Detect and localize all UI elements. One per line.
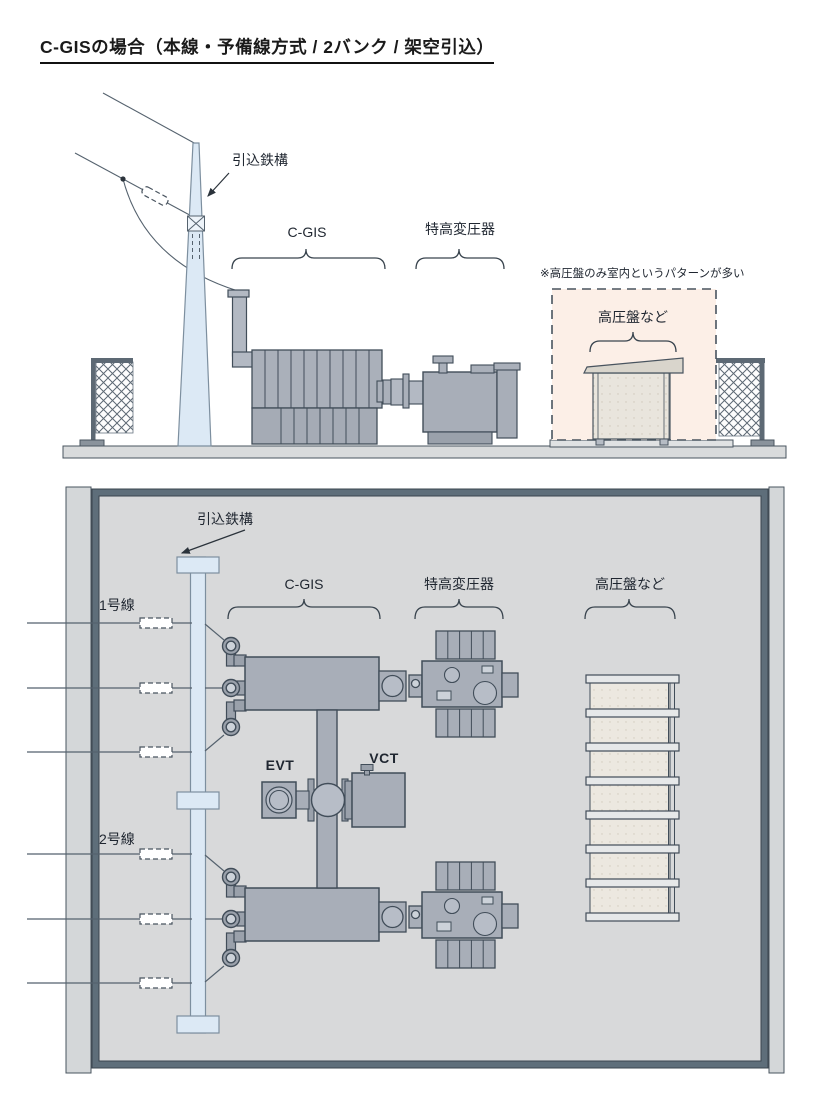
transformer-bushing bbox=[438, 361, 448, 374]
bus-junction bbox=[310, 782, 346, 818]
ground bbox=[62, 445, 787, 459]
brace-cgis-plan bbox=[227, 598, 381, 620]
label-braces-elevation bbox=[231, 248, 677, 353]
elevation-view bbox=[62, 92, 787, 459]
label-braces-plan bbox=[227, 598, 676, 620]
cable-duct bbox=[231, 295, 248, 357]
plan-cgis-label: C-GIS bbox=[284, 576, 324, 592]
evt-label: EVT bbox=[265, 757, 295, 773]
plan-tower-label: 引込鉄構 bbox=[197, 511, 253, 527]
label-arrow-tower-elevation bbox=[207, 172, 230, 197]
overhead-wires bbox=[74, 92, 239, 292]
wire-junction-dot bbox=[120, 176, 126, 182]
hv-panel-building bbox=[583, 357, 684, 446]
indoor-platform bbox=[549, 439, 734, 448]
transformer-base bbox=[427, 431, 493, 445]
cgis-unit-elevation bbox=[227, 289, 383, 445]
line2-label: 2号線 bbox=[99, 831, 135, 847]
fence-right bbox=[716, 358, 775, 447]
elevation-tower-label: 引込鉄構 bbox=[232, 152, 288, 168]
plan-hv-panel-label: 高圧盤など bbox=[595, 576, 665, 592]
evt-vct-assembly bbox=[261, 764, 406, 828]
intake-tower-elevation bbox=[177, 142, 212, 447]
brace-transformer-plan bbox=[414, 598, 504, 620]
intake-gantry-plan bbox=[176, 556, 220, 1034]
brace-hv-panel-elevation bbox=[589, 331, 677, 353]
elevation-hv-panel-label: 高圧盤など bbox=[598, 309, 668, 325]
page-title: C-GISの場合（本線・予備線方式 / 2バンク / 架空引込） bbox=[40, 34, 495, 64]
fence-left bbox=[79, 358, 134, 447]
transformer-radiator bbox=[496, 368, 518, 439]
transformer-elevation bbox=[376, 355, 521, 445]
plan-transformer-label: 特高変圧器 bbox=[424, 576, 494, 592]
elevation-transformer-label: 特高変圧器 bbox=[425, 221, 495, 237]
site-strip-right bbox=[768, 486, 785, 1074]
vct-label: VCT bbox=[369, 750, 399, 766]
vct-flange bbox=[344, 780, 353, 820]
brace-hv-panel-plan bbox=[584, 598, 676, 620]
indoor-note: ※高圧盤のみ室内というパターンが多い bbox=[540, 268, 745, 280]
line1-label: 1号線 bbox=[99, 597, 135, 613]
plan-view bbox=[26, 486, 785, 1074]
cable-duct-cap bbox=[227, 289, 250, 298]
site-strip-left bbox=[65, 486, 92, 1074]
hv-panel-lineup-plan bbox=[585, 674, 680, 922]
brace-cgis-elevation bbox=[231, 248, 386, 270]
elevation-cgis-label: C-GIS bbox=[287, 224, 327, 240]
vct-body bbox=[351, 772, 406, 828]
label-arrow-tower-plan bbox=[180, 529, 246, 554]
brace-transformer-elevation bbox=[415, 248, 505, 270]
wire-insulator-symbol bbox=[141, 186, 169, 206]
